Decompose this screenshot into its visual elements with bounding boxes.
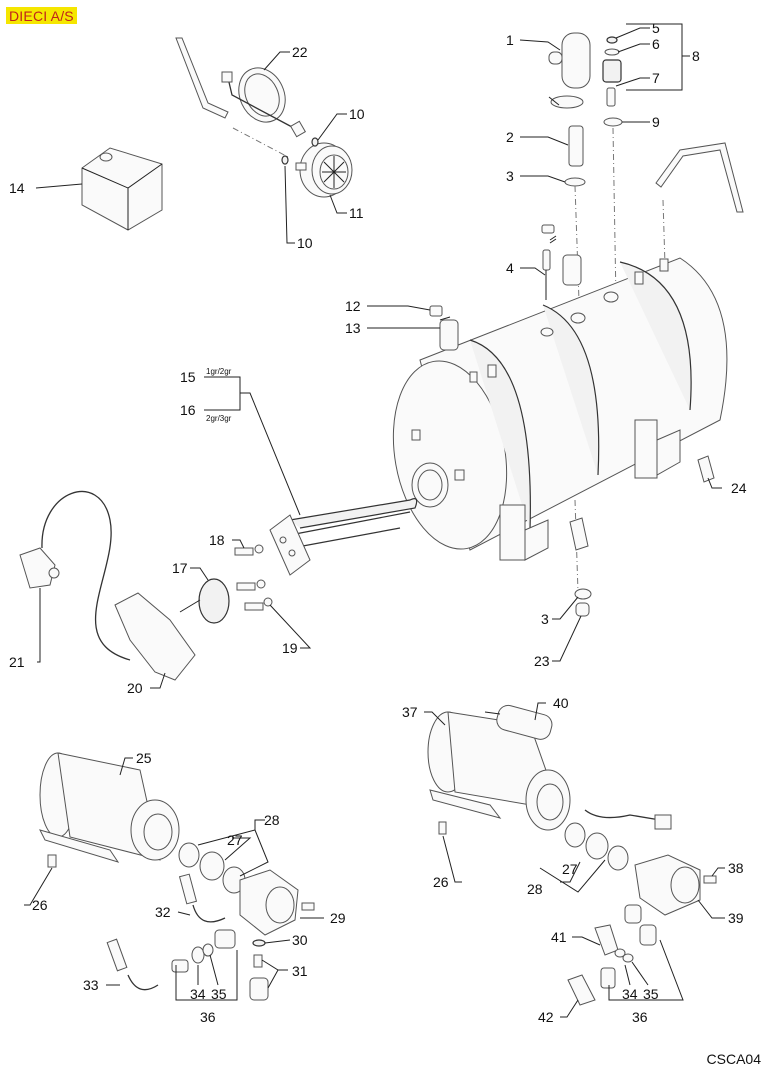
axis-line [662, 199, 666, 266]
callout-19: 19 [282, 640, 298, 656]
callout-20: 20 [127, 680, 143, 696]
callout-10: 10 [297, 235, 313, 251]
callout-7: 7 [652, 70, 660, 86]
callout-31: 31 [292, 963, 308, 979]
callout-36-right: 36 [632, 1009, 648, 1025]
callout-35: 35 [211, 986, 227, 1002]
callout-30: 30 [292, 932, 308, 948]
part-28-impeller-set-right [564, 822, 629, 871]
callout-27: 27 [227, 832, 243, 848]
callout-38: 38 [728, 860, 744, 876]
connector [654, 814, 672, 830]
callout-17: 17 [172, 560, 188, 576]
part-40-capacitor [484, 704, 553, 740]
part-29-pump-body-left [239, 869, 315, 936]
callout-28: 28 [264, 812, 280, 828]
callout-25: 25 [136, 750, 152, 766]
callout-29: 29 [330, 910, 346, 926]
fittings-36-left [171, 929, 269, 1001]
part-25-motor [39, 752, 180, 868]
brand-label: DIECI A/S [6, 7, 77, 24]
callout-33: 33 [83, 977, 99, 993]
part-12-plug [429, 305, 443, 317]
callout-3: 3 [506, 168, 514, 184]
fittings-36-right [567, 904, 657, 1006]
power-cable [584, 809, 661, 821]
callout-2: 2 [506, 129, 514, 145]
callout-4: 4 [506, 260, 514, 276]
part-37-motor [427, 711, 571, 835]
variant-15: 1gr/2gr [206, 367, 232, 376]
leader-lines [24, 23, 725, 1018]
callout-5: 5 [652, 20, 660, 36]
part-28-impeller-set-left [178, 842, 246, 894]
callout-42: 42 [538, 1009, 554, 1025]
axis-line [574, 499, 579, 593]
callout-41: 41 [551, 929, 567, 945]
callout-10: 10 [349, 106, 365, 122]
variant-16: 2gr/3gr [206, 414, 232, 423]
callout-8: 8 [692, 48, 700, 64]
part-39-pump-body-right [634, 854, 717, 916]
part-23-plug [575, 602, 590, 617]
callout-18: 18 [209, 532, 225, 548]
callout-21: 21 [9, 654, 25, 670]
callout-1: 1 [506, 32, 514, 48]
callout-35-right: 35 [643, 986, 659, 1002]
drawing-code: CSCA04 [706, 1051, 761, 1067]
callout-40: 40 [553, 695, 569, 711]
callout-36: 36 [200, 1009, 216, 1025]
callout-27-right: 27 [562, 861, 578, 877]
part-18-screws [234, 544, 273, 611]
heating-element [269, 498, 418, 576]
part-8-valve-assembly [602, 36, 623, 127]
callout-3-lower: 3 [541, 611, 549, 627]
part-17-gasket [198, 578, 230, 624]
callout-11: 11 [349, 205, 364, 221]
part-20-cover [114, 592, 201, 681]
part-11-pressure-gauge [281, 137, 353, 198]
callout-34-right: 34 [622, 986, 638, 1002]
callout-14: 14 [9, 180, 25, 196]
axis-line [232, 127, 291, 159]
part-3-gasket-lower [574, 588, 592, 600]
boiler-tank [392, 254, 728, 561]
callout-22: 22 [292, 44, 308, 60]
part-1-cap [548, 32, 591, 109]
callout-13: 13 [345, 320, 361, 336]
part-24-fitting [697, 455, 715, 483]
callout-39: 39 [728, 910, 744, 926]
part-32-hose [178, 873, 226, 923]
callout-37: 37 [402, 704, 418, 720]
part-21-safety-thermostat [19, 491, 131, 661]
part-14-pressure-switch [81, 147, 163, 231]
callout-28-right: 28 [527, 881, 543, 897]
part-13-seal [439, 316, 451, 321]
callout-26: 26 [32, 897, 48, 913]
callout-6: 6 [652, 36, 660, 52]
callout-labels: 1 2 3 4 5 6 7 8 9 10 10 11 12 13 14 15 1… [9, 20, 747, 1025]
callout-32: 32 [155, 904, 171, 920]
callout-16: 16 [180, 402, 196, 418]
callout-15: 15 [180, 369, 196, 385]
part-33-hose [106, 938, 159, 991]
callout-34: 34 [190, 986, 206, 1002]
callout-12: 12 [345, 298, 361, 314]
callout-9: 9 [652, 114, 660, 130]
callout-23: 23 [534, 653, 550, 669]
pipe [655, 142, 744, 213]
axis-line [612, 127, 617, 301]
callout-24: 24 [731, 480, 747, 496]
part-4-level-probe [541, 224, 557, 300]
drain-fitting [569, 517, 589, 551]
part-22-capillary [175, 37, 307, 138]
part-2-fitting [564, 125, 586, 187]
callout-26-right: 26 [433, 874, 449, 890]
